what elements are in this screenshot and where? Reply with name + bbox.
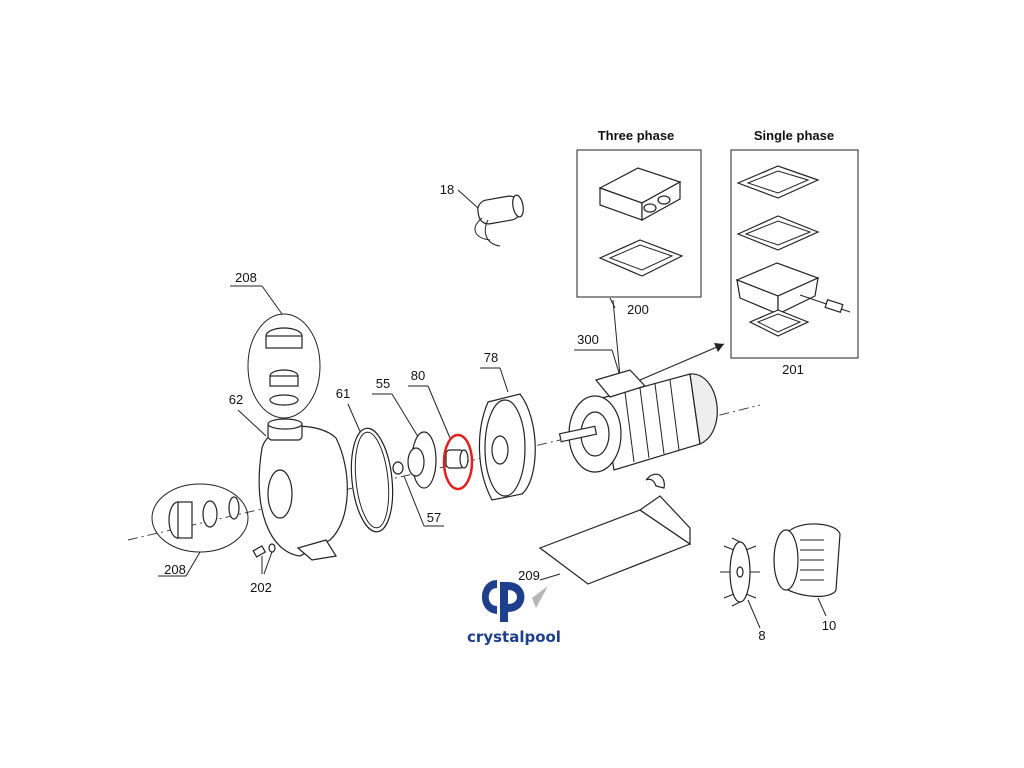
label-18: 18 bbox=[440, 182, 454, 197]
leader-300-200 bbox=[612, 299, 621, 377]
highlight-ring bbox=[442, 433, 474, 491]
brand-name: crystalpool bbox=[467, 628, 561, 646]
impeller: 55 57 bbox=[372, 376, 444, 527]
label-55: 55 bbox=[376, 376, 390, 391]
crystalpool-logo: crystalpool bbox=[467, 580, 561, 646]
label-200: 200 bbox=[627, 302, 649, 317]
label-201: 201 bbox=[782, 362, 804, 377]
label-208-bottom: 208 bbox=[164, 562, 186, 577]
single-phase-frame bbox=[730, 149, 859, 359]
label-62: 62 bbox=[229, 392, 243, 407]
three-phase-panel: Three phase 200 bbox=[576, 128, 702, 317]
drain-plug: 202 bbox=[250, 543, 276, 595]
three-phase-frame bbox=[576, 149, 702, 298]
single-phase-panel: Single phase 201 bbox=[730, 128, 859, 377]
capacitor: 18 bbox=[440, 182, 524, 247]
arrow-head bbox=[714, 343, 724, 352]
terminal-cover-1ph bbox=[736, 165, 820, 199]
fan-cover: 10 bbox=[773, 523, 841, 633]
terminal-gasket-3ph bbox=[598, 239, 684, 277]
label-78: 78 bbox=[484, 350, 498, 365]
motor: 300 bbox=[558, 299, 725, 473]
label-8: 8 bbox=[758, 628, 765, 643]
motor-base: 209 bbox=[518, 473, 692, 585]
pump-body: 62 bbox=[229, 392, 348, 561]
label-300: 300 bbox=[577, 332, 599, 347]
fan: 8 bbox=[720, 537, 766, 643]
label-61: 61 bbox=[336, 386, 350, 401]
label-208-top: 208 bbox=[235, 270, 257, 285]
logo-p-bowl bbox=[508, 582, 525, 612]
terminal-gasket-1ph bbox=[736, 215, 820, 251]
logo-c bbox=[481, 580, 497, 614]
label-80: 80 bbox=[411, 368, 425, 383]
label-57: 57 bbox=[427, 510, 441, 525]
union-set-top: 208 bbox=[230, 270, 321, 419]
three-phase-title: Three phase bbox=[598, 128, 675, 143]
mechanical-seal: 80 bbox=[408, 368, 474, 491]
o-ring: 61 bbox=[336, 386, 394, 533]
logo-shard bbox=[532, 586, 548, 608]
seal-housing: 78 bbox=[478, 350, 536, 501]
base-gasket-1ph bbox=[748, 309, 810, 337]
label-202: 202 bbox=[250, 580, 272, 595]
label-209: 209 bbox=[518, 568, 540, 583]
logo-p-stem bbox=[500, 582, 508, 622]
union-set-bottom: 208 bbox=[151, 483, 249, 577]
terminal-box-3ph bbox=[598, 167, 682, 222]
label-10: 10 bbox=[822, 618, 836, 633]
single-phase-title: Single phase bbox=[754, 128, 834, 143]
motor-fins bbox=[624, 379, 680, 463]
arrow-300-201 bbox=[639, 343, 725, 381]
leader-200 bbox=[609, 297, 616, 309]
terminal-box-1ph bbox=[735, 262, 851, 315]
